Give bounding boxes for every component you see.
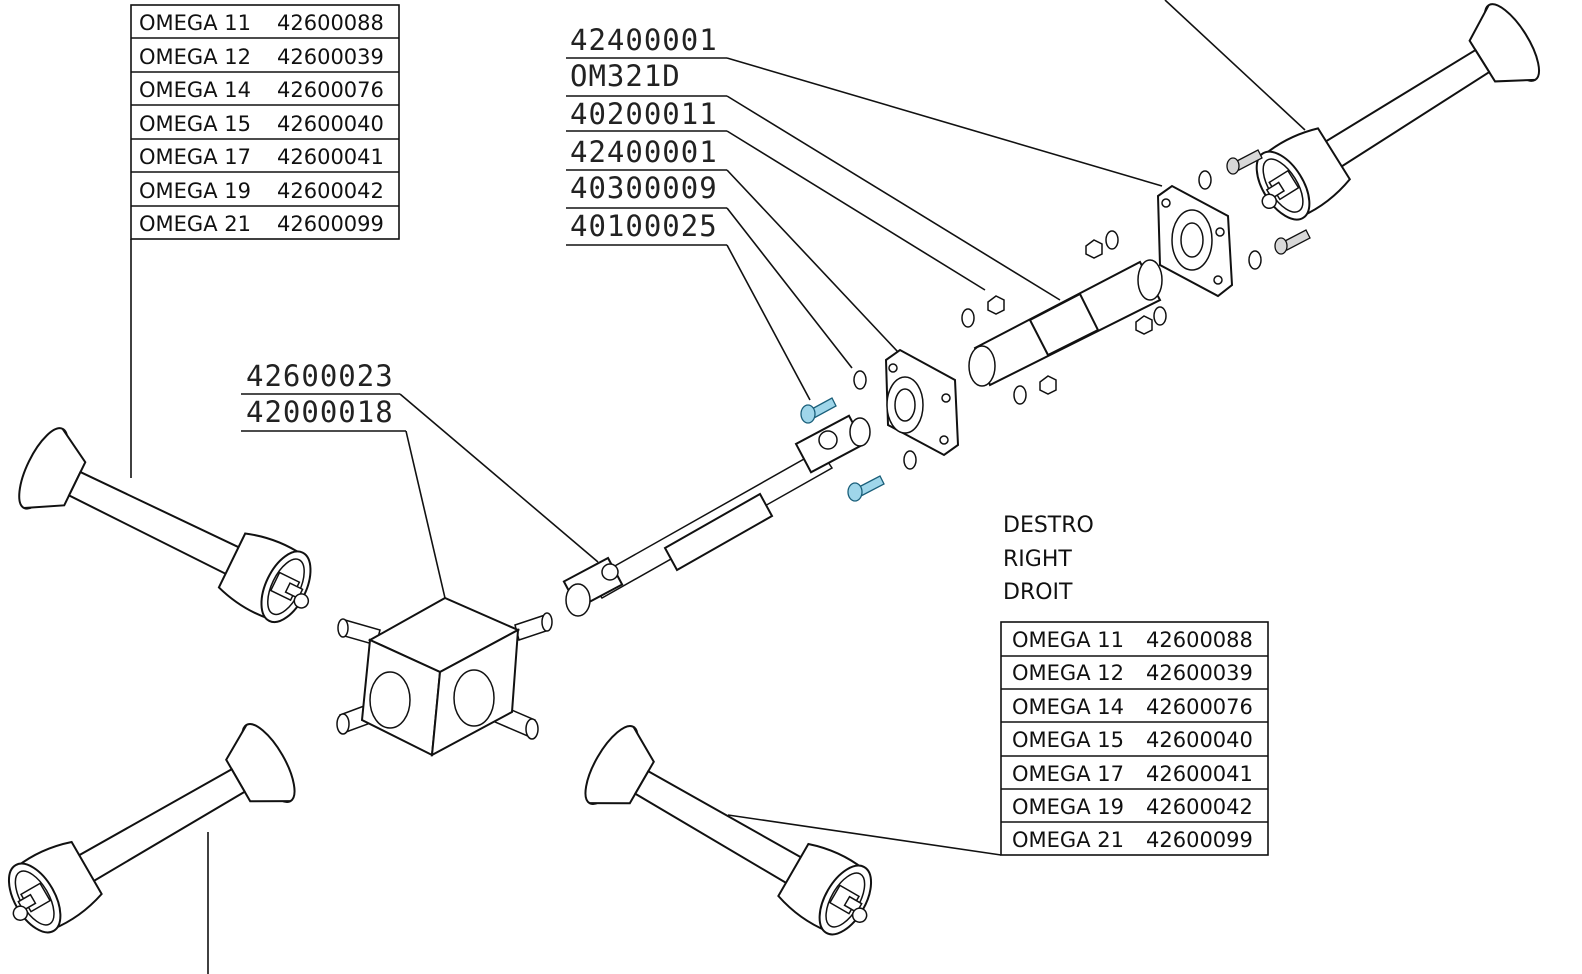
left-table-row-7-code: 42600099 (277, 212, 384, 236)
part-label-6: 40100025 (570, 209, 718, 243)
right-table-row-4-model: OMEGA 15 (1012, 728, 1124, 752)
drive-shaft-left-upper (8, 420, 331, 640)
right-table-row-2-model: OMEGA 12 (1012, 661, 1124, 685)
right-table-row-5-model: OMEGA 17 (1012, 762, 1124, 786)
right-table-row-6-model: OMEGA 19 (1012, 795, 1124, 819)
right-table-leader (727, 814, 1002, 856)
left-table-row-4-model: OMEGA 15 (139, 112, 251, 136)
left-table-row-6-code: 42600042 (277, 179, 384, 203)
right-table-row-7-model: OMEGA 21 (1012, 828, 1124, 852)
right-table-row-1-code: 42600088 (1146, 628, 1253, 652)
right-table-row-1-model: OMEGA 11 (1012, 628, 1124, 652)
left-table-row-4-code: 42600040 (277, 112, 384, 136)
left-table-row-6-model: OMEGA 19 (139, 179, 251, 203)
right-table-row-5-code: 42600041 (1146, 762, 1253, 786)
part-number-labels: 42400001 ОМ321D 40200011 42400001 403000… (241, 23, 1163, 599)
side-label-italian: DESTRO (1003, 513, 1094, 538)
right-table-row-3-model: OMEGA 14 (1012, 695, 1124, 719)
shaft-om321d (968, 259, 1163, 387)
left-table-row-2-code: 42600039 (277, 45, 384, 69)
right-table-row-4-code: 42600040 (1146, 728, 1253, 752)
left-table-row-5-model: OMEGA 17 (139, 145, 251, 169)
bolt-top-right-upper (1226, 149, 1263, 175)
nuts (987, 239, 1153, 395)
drive-shaft-left-lower (0, 715, 306, 951)
right-table-row-6-code: 42600042 (1146, 795, 1253, 819)
part-label-2: ОМ321D (570, 59, 681, 93)
part-label-3: 40200011 (570, 97, 718, 131)
part-label-8: 42000018 (246, 395, 394, 429)
part-label-1: 42400001 (570, 23, 718, 57)
left-table-row-7-model: OMEGA 21 (139, 212, 251, 236)
left-table-row-2-model: OMEGA 12 (139, 45, 251, 69)
drive-shaft-right-lower (574, 717, 892, 953)
right-model-table: OMEGA 11 42600088 OMEGA 12 42600039 OMEG… (1000, 621, 1269, 856)
left-model-table: OMEGA 11 42600088 OMEGA 12 42600039 OMEG… (130, 4, 400, 240)
side-label-french: DROIT (1003, 580, 1073, 605)
left-table-row-3-code: 42600076 (277, 78, 384, 102)
drive-shaft-top-right (1235, 0, 1550, 239)
gearbox (336, 596, 553, 757)
left-table-row-1-model: OMEGA 11 (139, 11, 251, 35)
part-label-4: 42400001 (570, 135, 718, 169)
part-label-5: 40300009 (570, 171, 718, 205)
part-label-7: 42600023 (246, 359, 394, 393)
left-table-row-1-code: 42600088 (277, 11, 384, 35)
flange-bearing-left (884, 348, 960, 457)
bolt-top-right-lower (1274, 229, 1311, 255)
right-table-row-2-code: 42600039 (1146, 661, 1253, 685)
center-driveshaft (562, 414, 871, 617)
side-label-english: RIGHT (1003, 547, 1072, 572)
left-table-row-3-model: OMEGA 14 (139, 78, 251, 102)
right-table-row-7-code: 42600099 (1146, 828, 1253, 852)
bolt-lower (847, 475, 885, 502)
left-table-row-5-code: 42600041 (277, 145, 384, 169)
flange-bearing-right (1156, 184, 1234, 298)
bolt-40100025 (800, 397, 837, 424)
right-table-row-3-code: 42600076 (1146, 695, 1253, 719)
washers (853, 170, 1262, 470)
